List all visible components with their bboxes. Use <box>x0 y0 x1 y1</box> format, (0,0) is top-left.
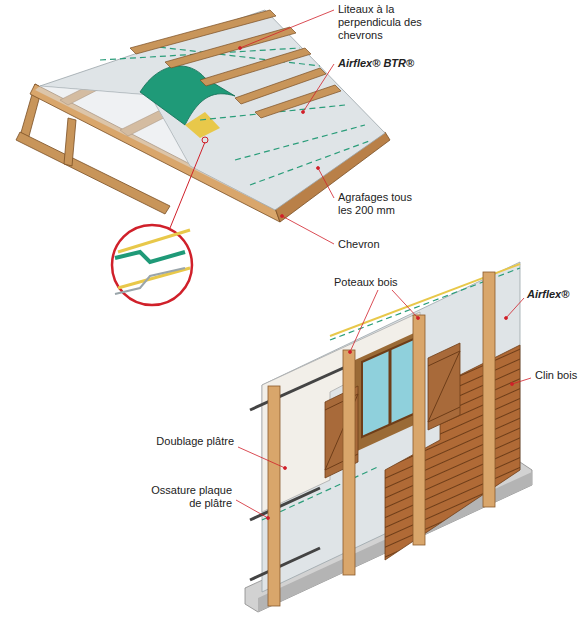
stapling-label: Agrafages tous les 200 mm <box>338 191 418 217</box>
membrane-label: Airflex® <box>527 288 581 301</box>
rafter-label: Chevron <box>338 238 418 251</box>
post-label: Poteaux bois <box>334 276 424 289</box>
batten-label: Liteaux à la perpendicula des chevrons <box>338 3 430 42</box>
cladding-label: Clin bois <box>535 369 582 382</box>
plaster-lining-label: Doublage plâtre <box>124 435 234 448</box>
frame-label: Ossature plaque de plâtre <box>142 484 232 510</box>
membrane-label: Airflex® BTR® <box>338 57 448 70</box>
